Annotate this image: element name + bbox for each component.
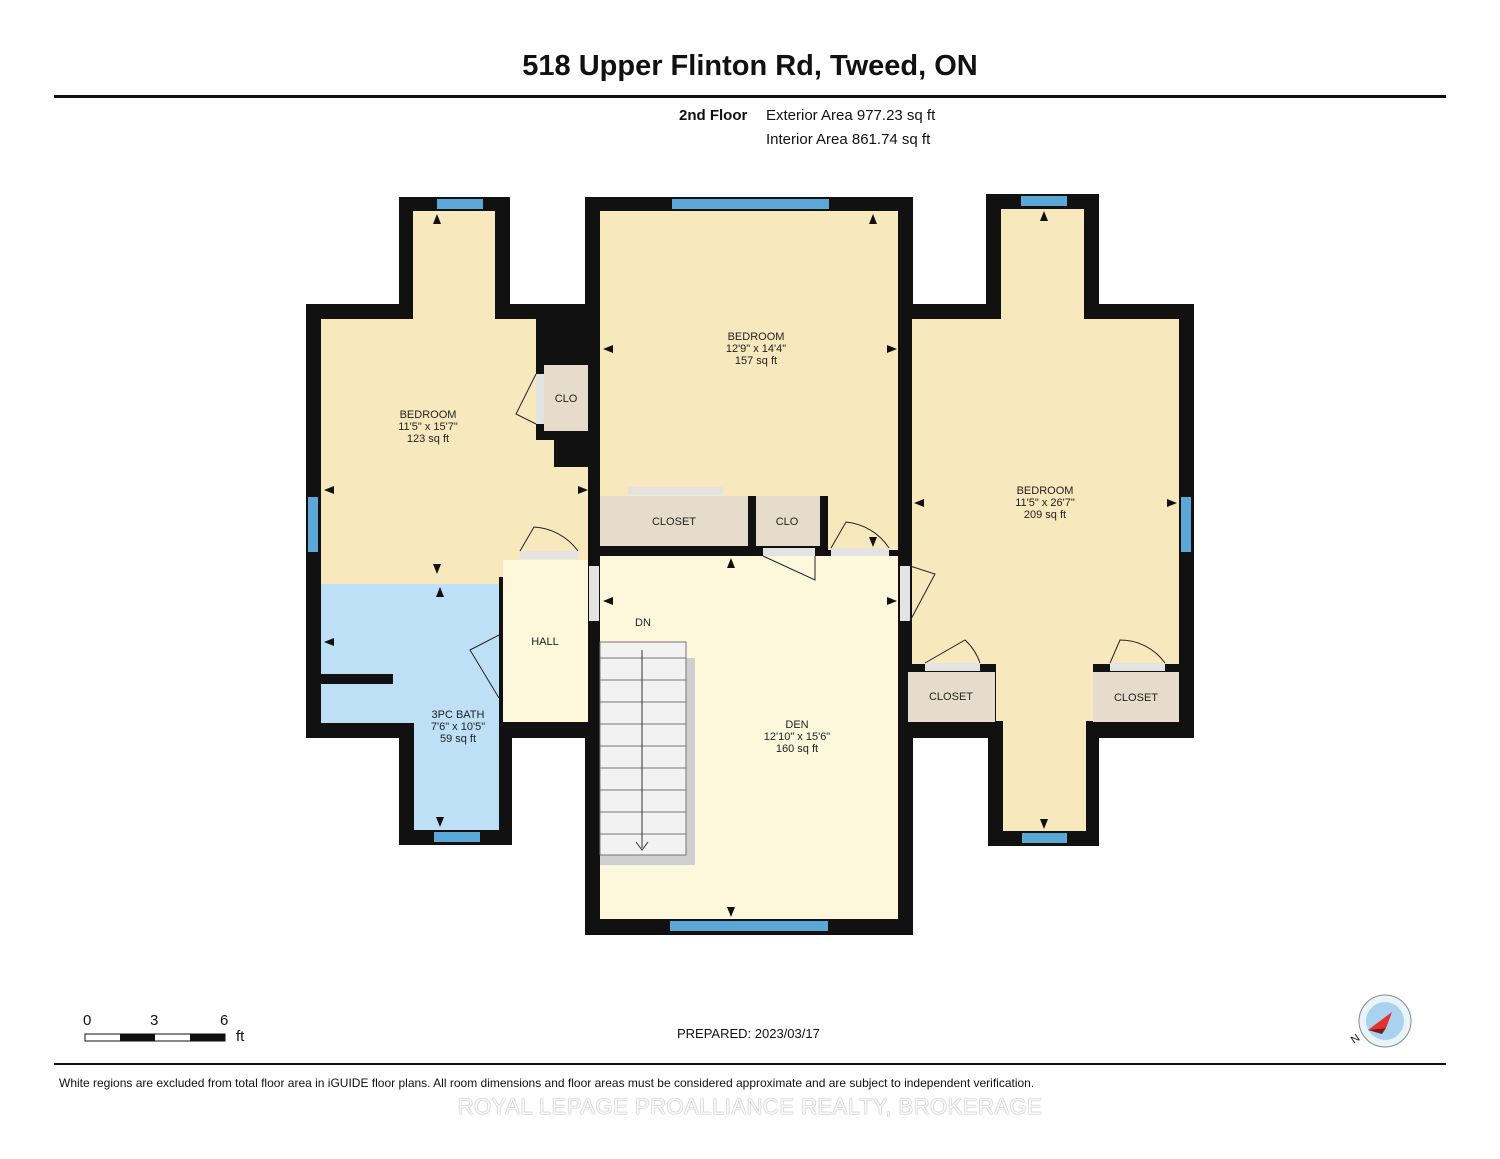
scale-tick-0: 0 [83, 1012, 92, 1029]
disclaimer-text: White regions are excluded from total fl… [59, 1076, 1035, 1090]
closet-right-b-fill [1093, 672, 1179, 722]
scale-bar [84, 1033, 226, 1042]
bath-dims: 7'6" x 10'5" [431, 721, 485, 733]
bedroom-left-name: BEDROOM [400, 409, 457, 421]
floor-label: 2nd Floor [679, 107, 748, 124]
bedroom-left-fill [321, 211, 588, 584]
brokerage-watermark: ROYAL LEPAGE PROALLIANCE REALTY, BROKERA… [457, 1094, 1043, 1119]
clo-left-fill [544, 365, 588, 431]
closet-center-fill [600, 496, 748, 546]
hall-name: HALL [531, 636, 559, 648]
footer-rule [54, 1063, 1446, 1065]
bath-name: 3PC BATH [432, 709, 485, 721]
clo-left-name: CLO [555, 393, 578, 405]
bedroom-right-dims: 11'5" x 26'7" [1015, 497, 1075, 509]
clo-center-fill [756, 496, 820, 546]
bedroom-left-dims: 11'5" x 15'7" [398, 421, 458, 433]
bath-fill [321, 584, 499, 830]
bedroom-center-dims: 12'9" x 14'4" [726, 343, 786, 355]
bath-area: 59 sq ft [440, 733, 476, 745]
scale-unit: ft [236, 1028, 245, 1045]
bedroom-center-area: 157 sq ft [735, 355, 777, 367]
scale-tick-6: 6 [220, 1012, 229, 1029]
scale-tick-3: 3 [150, 1012, 159, 1029]
bedroom-center-fill-lower [828, 486, 898, 550]
room-fills [321, 209, 1179, 919]
bedroom-right-fill [912, 209, 1179, 831]
den-dims: 12'10" x 15'6" [764, 731, 831, 743]
exterior-area: Exterior Area 977.23 sq ft [766, 107, 936, 124]
dimension-arrows [324, 211, 1177, 917]
closet-center-name: CLOSET [652, 516, 696, 528]
compass-icon: N [1349, 994, 1412, 1048]
closet-right-b-name: CLOSET [1114, 692, 1158, 704]
door-openings [520, 374, 1165, 671]
room-labels: BEDROOM 11'5" x 15'7" 123 sq ft BEDROOM … [398, 331, 1158, 755]
header-rule [54, 95, 1446, 98]
windows [308, 196, 1191, 931]
prepared-date: PREPARED: 2023/03/17 [677, 1026, 820, 1041]
door-swings [469, 373, 1166, 699]
stairs-label: DN [635, 617, 651, 629]
clo-center-name: CLO [776, 516, 799, 528]
bedroom-right-area: 209 sq ft [1024, 509, 1066, 521]
plan-title: 518 Upper Flinton Rd, Tweed, ON [522, 50, 978, 82]
bedroom-right-name: BEDROOM [1017, 485, 1074, 497]
bedroom-center-name: BEDROOM [728, 331, 785, 343]
closet-right-a-name: CLOSET [929, 691, 973, 703]
bath-counter [321, 674, 393, 684]
compass-north-label: N [1349, 1032, 1362, 1046]
bedroom-left-area: 123 sq ft [407, 433, 449, 445]
den-name: DEN [785, 719, 808, 731]
den-area: 160 sq ft [776, 743, 818, 755]
closet-right-a-fill [908, 672, 995, 722]
hall-fill [503, 560, 588, 722]
stairs [599, 641, 695, 865]
bedroom-center-fill [600, 211, 898, 496]
interior-area: Interior Area 861.74 sq ft [766, 131, 931, 148]
